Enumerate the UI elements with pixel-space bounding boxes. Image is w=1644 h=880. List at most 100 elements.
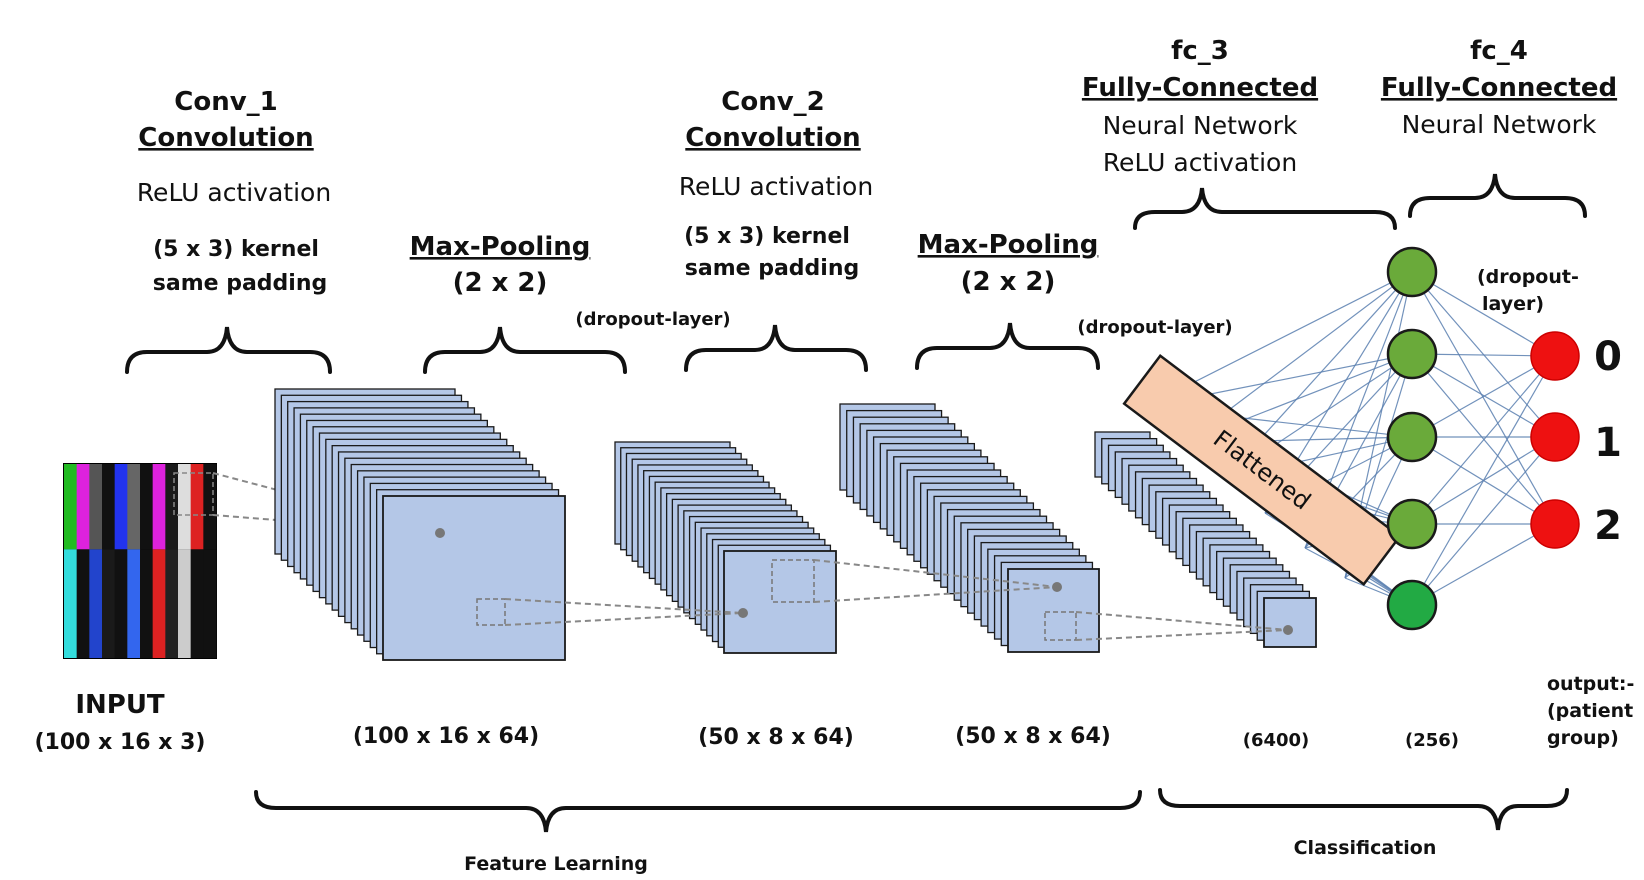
pool2-brace: [915, 322, 1100, 370]
fc3-node: [1386, 579, 1438, 631]
output-node: [1530, 499, 1580, 549]
fc3-line1: Neural Network: [1103, 111, 1298, 140]
conv2-type: Convolution: [685, 123, 860, 153]
input-pixel-column: [190, 464, 204, 550]
output-node: [1530, 412, 1580, 462]
fc3-name: fc_3: [1171, 36, 1229, 66]
fc4-brace: [1408, 173, 1587, 218]
pool1-shape: (50 x 8 x 64): [698, 725, 854, 750]
input-pixel-column: [127, 549, 141, 658]
conv2-activation: ReLU activation: [679, 172, 873, 201]
fc4-line1: Neural Network: [1402, 110, 1597, 139]
input-pixel-column: [203, 549, 217, 658]
pool1-type: Max-Pooling: [410, 232, 591, 262]
classification-label: Classification: [1294, 837, 1437, 859]
output-class-0: 0: [1594, 334, 1622, 380]
feature-learning-brace: [254, 790, 1142, 833]
pool1-kernel-point: [738, 608, 748, 618]
fc4-dropout-line1: (dropout-: [1477, 266, 1579, 288]
fc3-shape: (256): [1405, 730, 1459, 751]
pool2-projection-line: [1075, 629, 1289, 641]
input-pixel-column: [64, 464, 78, 550]
conv2-kernel: (5 x 3) kernel: [684, 224, 850, 249]
input-pixel-column: [89, 464, 103, 550]
pool2-kernel-point: [1283, 625, 1293, 635]
pool2-projection-line: [1075, 611, 1289, 631]
input-pixel-column: [114, 549, 128, 658]
feature-map: [1263, 597, 1317, 648]
conv2-pool-window: [1044, 611, 1077, 641]
conv2-projection-line: [813, 559, 1058, 588]
input-pixel-column: [165, 549, 179, 658]
input-pixel-column: [152, 549, 166, 658]
input-pixel-column: [140, 464, 154, 550]
pool1-brace: [423, 326, 627, 374]
input-pixel-column: [140, 549, 154, 658]
connection-line: [1411, 355, 1556, 438]
connection-line: [1411, 353, 1556, 525]
braces: [125, 173, 1587, 833]
input-image: [63, 463, 217, 659]
conv1-pool-window: [476, 598, 506, 626]
conv1-type: Convolution: [138, 123, 313, 153]
fc4-dropout-line2: layer): [1482, 293, 1544, 315]
fc4-type: Fully-Connected: [1381, 73, 1617, 103]
conv1-shape: (100 x 16 x 64): [353, 724, 539, 749]
flatten-bar: [1122, 354, 1402, 586]
conv1-kernel-point: [435, 528, 445, 538]
classification-brace: [1158, 788, 1569, 831]
fc3-node: [1386, 246, 1438, 298]
fc3-line2: ReLU activation: [1103, 148, 1297, 177]
output-label-line1: output:-: [1547, 673, 1634, 695]
connection-line: [1411, 271, 1556, 525]
pool2-dropout: (dropout-layer): [1077, 317, 1232, 338]
flatten-layer: Flattened: [1122, 354, 1402, 586]
conv2-kernel-point: [1052, 582, 1062, 592]
pool1-conv-window: [771, 559, 815, 603]
connection-line: [1411, 436, 1556, 606]
input-pixel-column: [64, 549, 78, 658]
fc3-type: Fully-Connected: [1082, 73, 1318, 103]
pool2-feature-maps: [1094, 431, 1317, 648]
pool2-size: (2 x 2): [961, 267, 1056, 297]
flatten-shape: (6400): [1243, 730, 1310, 751]
conv1-activation: ReLU activation: [137, 178, 331, 207]
output-nodes: [1530, 331, 1580, 549]
conv2-padding: same padding: [685, 256, 860, 281]
input-title: INPUT: [75, 690, 165, 720]
conv1-feature-maps: [274, 388, 566, 661]
pool1-dropout: (dropout-layer): [575, 309, 730, 330]
input-shape: (100 x 16 x 3): [35, 730, 206, 755]
pool2-shape: (50 x 8 x 64): [955, 724, 1111, 749]
output-label-line2: (patient: [1547, 700, 1633, 722]
output-node: [1530, 331, 1580, 381]
connection-line: [1411, 353, 1556, 438]
conv2-projection-line: [813, 586, 1058, 603]
pool1-feature-maps: [614, 441, 837, 654]
conv2-name: Conv_2: [721, 87, 825, 117]
input-pixel-column: [114, 464, 128, 550]
output-class-1: 1: [1594, 420, 1622, 466]
connection-line: [1411, 271, 1556, 357]
conv1-brace: [125, 326, 332, 374]
input-pixel-column: [127, 464, 141, 550]
conv1-padding: same padding: [153, 271, 328, 296]
connection-line: [1411, 355, 1556, 606]
pool1-size: (2 x 2): [453, 268, 548, 298]
input-pixel-column: [152, 464, 166, 550]
conv1-name: Conv_1: [174, 87, 278, 117]
feature-learning-label: Feature Learning: [464, 853, 648, 875]
pool2-type: Max-Pooling: [918, 230, 1099, 260]
input-pixel-column: [76, 464, 90, 550]
connection-line: [1411, 355, 1556, 525]
output-label-line3: group): [1547, 727, 1619, 749]
input-pixel-column: [165, 464, 179, 550]
input-pixel-column: [190, 549, 204, 658]
fc3-node: [1386, 411, 1438, 463]
input-pixel-column: [203, 464, 217, 550]
feature-map: [1007, 568, 1100, 653]
connection-line: [1411, 523, 1556, 606]
fc3-node: [1386, 498, 1438, 550]
input-pixel-column: [89, 549, 103, 658]
feature-map: [723, 550, 837, 654]
